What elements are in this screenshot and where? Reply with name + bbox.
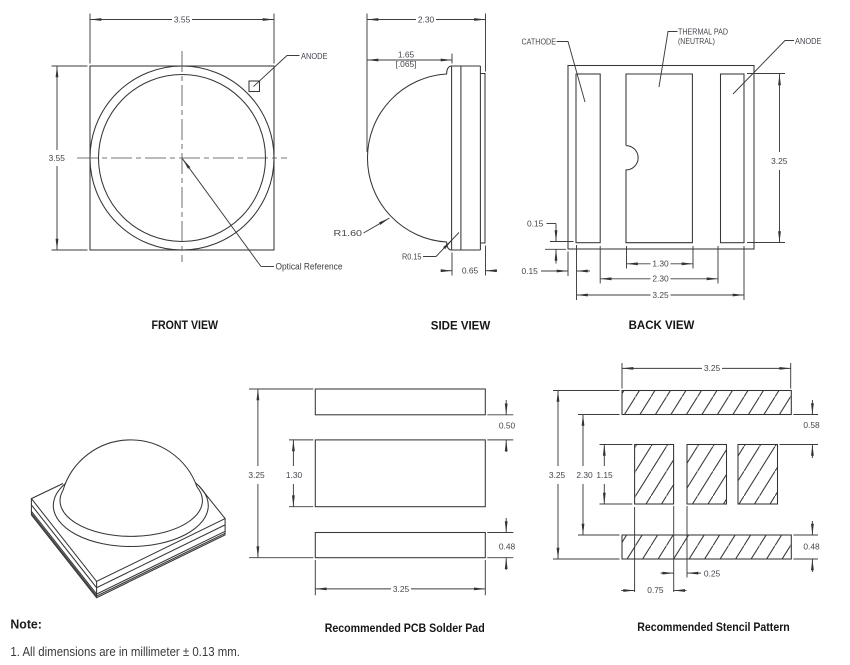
svg-text:R1.60: R1.60 bbox=[334, 228, 363, 238]
svg-text:(NEUTRAL): (NEUTRAL) bbox=[678, 37, 715, 46]
svg-text:FRONT VIEW: FRONT VIEW bbox=[152, 320, 219, 332]
svg-text:3.55: 3.55 bbox=[174, 14, 191, 24]
svg-text:0.48: 0.48 bbox=[499, 542, 516, 552]
svg-text:3.25: 3.25 bbox=[771, 156, 788, 166]
svg-text:3.25: 3.25 bbox=[248, 470, 265, 480]
svg-text:2.30: 2.30 bbox=[652, 274, 669, 284]
svg-text:0.65: 0.65 bbox=[462, 266, 479, 276]
svg-text:SIDE VIEW: SIDE VIEW bbox=[431, 321, 491, 333]
svg-text:2.30: 2.30 bbox=[418, 14, 435, 24]
svg-text:ANODE: ANODE bbox=[795, 37, 822, 46]
svg-text:2.30: 2.30 bbox=[576, 470, 593, 480]
svg-text:3.25: 3.25 bbox=[393, 584, 410, 594]
svg-text:0.58: 0.58 bbox=[803, 420, 820, 430]
svg-text:1. All dimensions are in milli: 1. All dimensions are in millimeter ± 0.… bbox=[10, 644, 240, 659]
svg-text:Optical Reference: Optical Reference bbox=[276, 262, 343, 272]
svg-text:0.15: 0.15 bbox=[527, 219, 544, 229]
svg-text:1.15: 1.15 bbox=[596, 470, 613, 480]
svg-text:0.48: 0.48 bbox=[803, 542, 820, 552]
svg-text:R0.15: R0.15 bbox=[402, 252, 422, 262]
svg-text:3.25: 3.25 bbox=[652, 290, 669, 300]
svg-text:0.75: 0.75 bbox=[647, 585, 664, 595]
svg-text:0.15: 0.15 bbox=[522, 266, 539, 276]
svg-text:0.50: 0.50 bbox=[499, 420, 516, 430]
svg-text:0.25: 0.25 bbox=[704, 568, 721, 578]
svg-text:Note:: Note: bbox=[10, 617, 42, 632]
svg-text:CATHODE: CATHODE bbox=[522, 38, 557, 47]
svg-text:THERMAL PAD: THERMAL PAD bbox=[678, 28, 728, 37]
svg-text:1.30: 1.30 bbox=[652, 259, 669, 269]
svg-text:Recommended PCB Solder Pad: Recommended PCB Solder Pad bbox=[325, 623, 485, 635]
svg-text:3.25: 3.25 bbox=[549, 470, 566, 480]
svg-text:ANODE: ANODE bbox=[301, 52, 328, 61]
svg-text:BACK VIEW: BACK VIEW bbox=[629, 320, 695, 332]
svg-text:1.30: 1.30 bbox=[286, 470, 303, 480]
svg-text:3.25: 3.25 bbox=[704, 363, 721, 373]
svg-text:1.65: 1.65 bbox=[398, 49, 415, 59]
svg-text:Recommended Stencil Pattern: Recommended Stencil Pattern bbox=[637, 622, 790, 634]
svg-text:3.55: 3.55 bbox=[49, 153, 66, 163]
svg-text:[.065]: [.065] bbox=[396, 59, 417, 69]
